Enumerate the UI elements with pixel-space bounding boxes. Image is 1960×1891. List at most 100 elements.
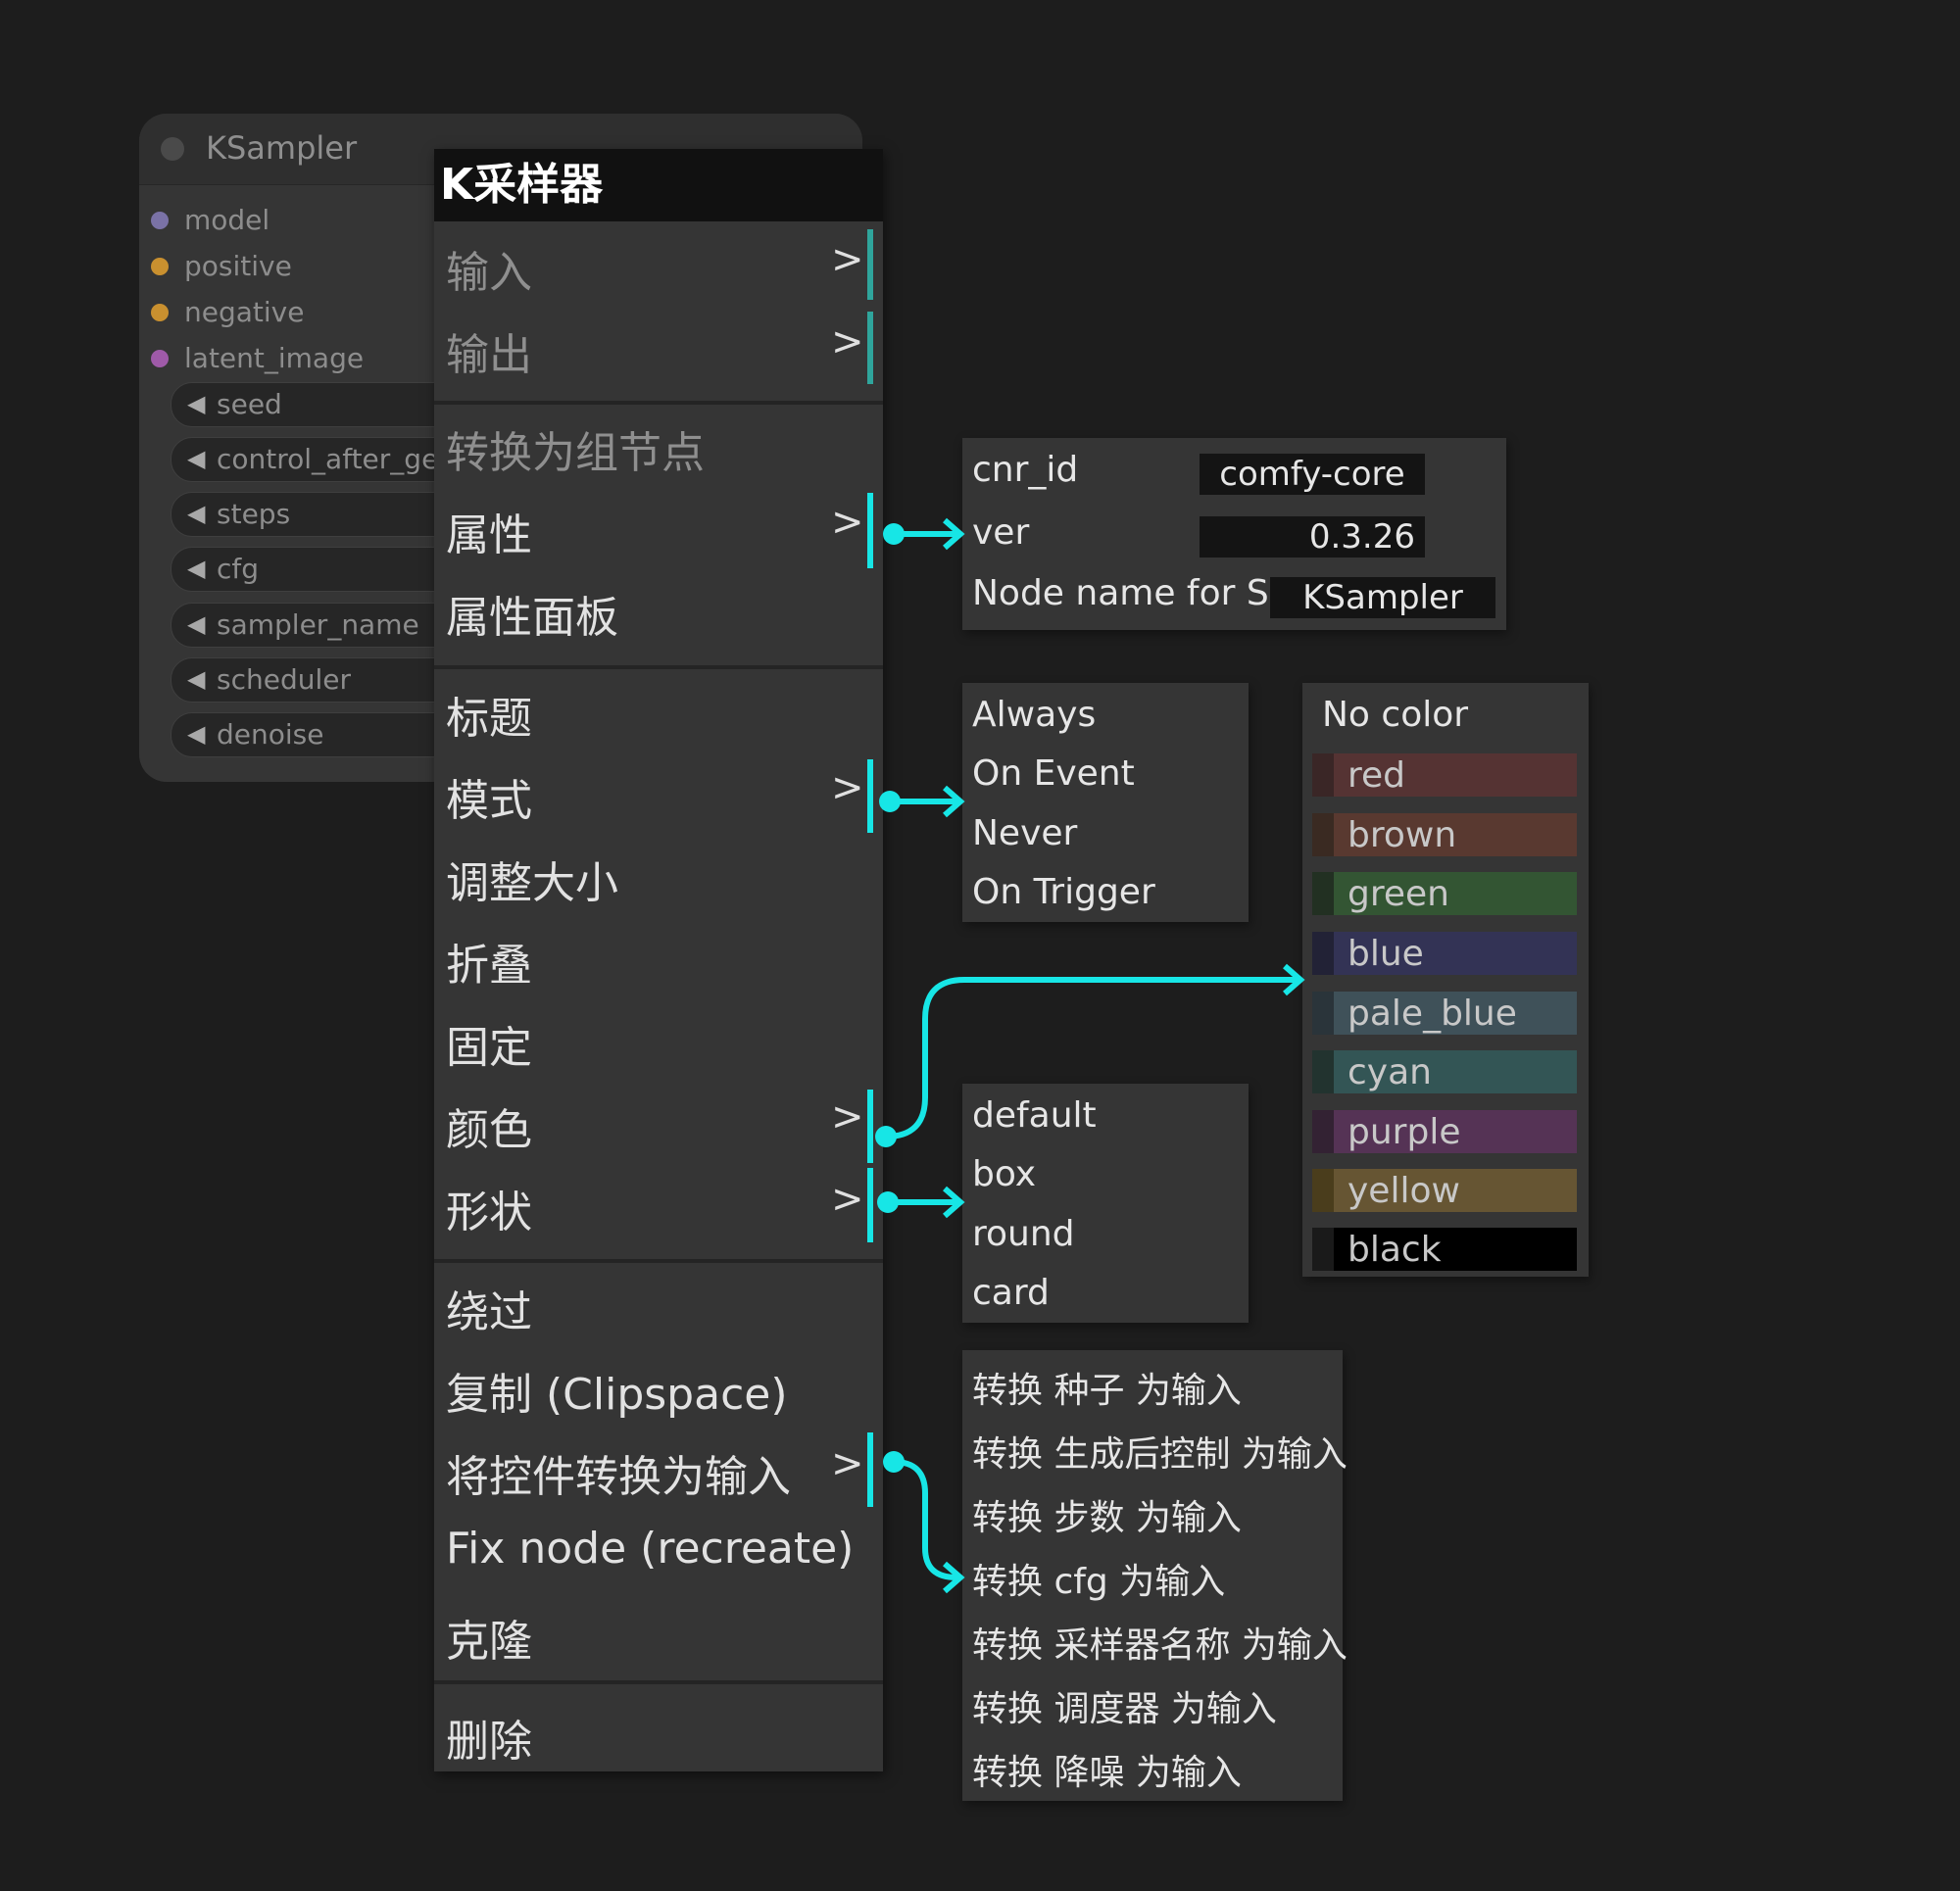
convert-option-sampler-name[interactable]: 转换 采样器名称 为输入 xyxy=(972,1625,1348,1666)
menu-item-pin[interactable]: 固定 xyxy=(446,1023,532,1073)
property-value-node-name-sr[interactable]: KSampler xyxy=(1270,577,1495,618)
color-submenu: No color red brown green blue pale_blue … xyxy=(1302,683,1589,1277)
properties-submenu: cnr_id comfy-core ver 0.3.26 Node name f… xyxy=(962,438,1506,630)
menu-separator xyxy=(434,1680,883,1684)
decrement-arrow-icon[interactable]: ◀ xyxy=(187,665,206,693)
menu-item-colors[interactable]: 颜色 xyxy=(446,1105,532,1155)
connector-dot-icon xyxy=(883,523,905,545)
arrowhead-icon xyxy=(943,1561,965,1594)
color-option-red[interactable]: red xyxy=(1312,753,1577,797)
slot-label: model xyxy=(184,204,270,236)
property-label-ver[interactable]: ver xyxy=(972,512,1030,553)
convert-option-denoise[interactable]: 转换 降噪 为输入 xyxy=(972,1753,1242,1793)
color-option-brown[interactable]: brown xyxy=(1312,813,1577,856)
widget-label: scheduler xyxy=(217,663,351,696)
connector-dot-icon xyxy=(883,1451,905,1473)
menu-item-fix-node[interactable]: Fix node (recreate) xyxy=(446,1524,855,1574)
widget-label: sampler_name xyxy=(217,608,419,641)
property-label-node-name-sr[interactable]: Node name for S&R xyxy=(972,573,1321,613)
widget-label: seed xyxy=(217,388,282,420)
property-value-cnr-id[interactable]: comfy-core xyxy=(1200,454,1425,495)
decrement-arrow-icon[interactable]: ◀ xyxy=(187,390,206,417)
color-label: yellow xyxy=(1348,1171,1460,1211)
mode-option-always[interactable]: Always xyxy=(972,695,1097,735)
submenu-arrow-icon: > xyxy=(831,765,864,810)
menu-item-convert-widget-to-input[interactable]: 将控件转换为输入 xyxy=(446,1452,791,1502)
menu-item-properties[interactable]: 属性 xyxy=(446,510,532,560)
shape-option-card[interactable]: card xyxy=(972,1273,1050,1313)
menu-item-shapes[interactable]: 形状 xyxy=(446,1188,532,1237)
convert-option-seed[interactable]: 转换 种子 为输入 xyxy=(972,1371,1242,1411)
widget-label: steps xyxy=(217,498,291,530)
color-label: blue xyxy=(1348,934,1424,974)
decrement-arrow-icon[interactable]: ◀ xyxy=(187,720,206,748)
color-option-no-color[interactable]: No color xyxy=(1322,695,1469,735)
menu-item-outputs[interactable]: 输出 xyxy=(446,330,532,380)
submenu-arrow-icon: > xyxy=(831,319,864,364)
shape-option-default[interactable]: default xyxy=(972,1095,1097,1136)
convert-option-cfg[interactable]: 转换 cfg 为输入 xyxy=(972,1562,1226,1602)
slot-dot-icon xyxy=(151,258,169,275)
color-option-green[interactable]: green xyxy=(1312,872,1577,915)
menu-item-remove[interactable]: 删除 xyxy=(446,1717,532,1767)
menu-item-mode[interactable]: 模式 xyxy=(446,776,532,826)
color-option-cyan[interactable]: cyan xyxy=(1312,1050,1577,1093)
color-option-black[interactable]: black xyxy=(1312,1228,1577,1271)
color-label: cyan xyxy=(1348,1052,1432,1092)
color-option-purple[interactable]: purple xyxy=(1312,1110,1577,1153)
convert-option-control-after-generate[interactable]: 转换 生成后控制 为输入 xyxy=(972,1434,1348,1475)
color-stripe xyxy=(1312,1110,1334,1153)
slot-dot-icon xyxy=(151,350,169,367)
mode-option-never[interactable]: Never xyxy=(972,813,1078,853)
menu-item-bypass[interactable]: 绕过 xyxy=(446,1287,532,1337)
submenu-arrow-icon: > xyxy=(831,1441,864,1486)
widget-label: denoise xyxy=(217,718,324,751)
color-stripe xyxy=(1312,1050,1334,1093)
node-title: KSampler xyxy=(206,129,358,167)
shape-option-box[interactable]: box xyxy=(972,1154,1037,1194)
decrement-arrow-icon[interactable]: ◀ xyxy=(187,500,206,527)
menu-item-collapse[interactable]: 折叠 xyxy=(446,941,532,991)
color-stripe xyxy=(1312,813,1334,856)
property-value-ver[interactable]: 0.3.26 xyxy=(1200,516,1425,558)
slot-label: negative xyxy=(184,296,305,328)
mode-submenu: Always On Event Never On Trigger xyxy=(962,683,1249,922)
collapse-dot-icon[interactable] xyxy=(161,137,184,161)
shape-option-round[interactable]: round xyxy=(972,1214,1075,1254)
arrow-to-convert-widget xyxy=(893,1459,960,1580)
convert-option-scheduler[interactable]: 转换 调度器 为输入 xyxy=(972,1689,1277,1729)
node-context-menu: K采样器 输入 > 输出 > 转换为组节点 属性 > 属性面板 标题 模式 > … xyxy=(434,149,883,1771)
color-label: brown xyxy=(1348,815,1457,855)
submenu-arrow-icon: > xyxy=(831,500,864,545)
color-label: red xyxy=(1348,755,1406,796)
menu-item-resize[interactable]: 调整大小 xyxy=(446,858,618,908)
decrement-arrow-icon[interactable]: ◀ xyxy=(187,555,206,582)
property-label-cnr-id[interactable]: cnr_id xyxy=(972,450,1079,490)
submenu-arrow-icon: > xyxy=(831,237,864,282)
menu-item-copy-clipspace[interactable]: 复制 (Clipspace) xyxy=(446,1370,788,1420)
menu-item-clone[interactable]: 克隆 xyxy=(446,1617,532,1667)
color-stripe xyxy=(1312,1169,1334,1212)
submenu-arrow-icon: > xyxy=(831,1094,864,1139)
submenu-arrow-icon: > xyxy=(831,1177,864,1222)
menu-item-title[interactable]: 标题 xyxy=(446,694,532,744)
convert-option-steps[interactable]: 转换 步数 为输入 xyxy=(972,1498,1242,1538)
menu-item-convert-to-group-node[interactable]: 转换为组节点 xyxy=(446,428,705,478)
color-stripe xyxy=(1312,872,1334,915)
slot-label: latent_image xyxy=(184,342,365,374)
color-option-pale-blue[interactable]: pale_blue xyxy=(1312,992,1577,1035)
decrement-arrow-icon[interactable]: ◀ xyxy=(187,610,206,638)
decrement-arrow-icon[interactable]: ◀ xyxy=(187,445,206,472)
arrowhead-icon xyxy=(1283,963,1305,996)
menu-separator xyxy=(434,1259,883,1263)
menu-item-properties-panel[interactable]: 属性面板 xyxy=(446,593,618,643)
shape-submenu: default box round card xyxy=(962,1084,1249,1323)
color-stripe xyxy=(1312,932,1334,975)
menu-item-inputs[interactable]: 输入 xyxy=(446,248,532,298)
mode-option-on-trigger[interactable]: On Trigger xyxy=(972,872,1155,912)
color-option-blue[interactable]: blue xyxy=(1312,932,1577,975)
color-option-yellow[interactable]: yellow xyxy=(1312,1169,1577,1212)
mode-option-on-event[interactable]: On Event xyxy=(972,753,1135,794)
color-stripe xyxy=(1312,1228,1334,1271)
color-label: purple xyxy=(1348,1112,1461,1152)
